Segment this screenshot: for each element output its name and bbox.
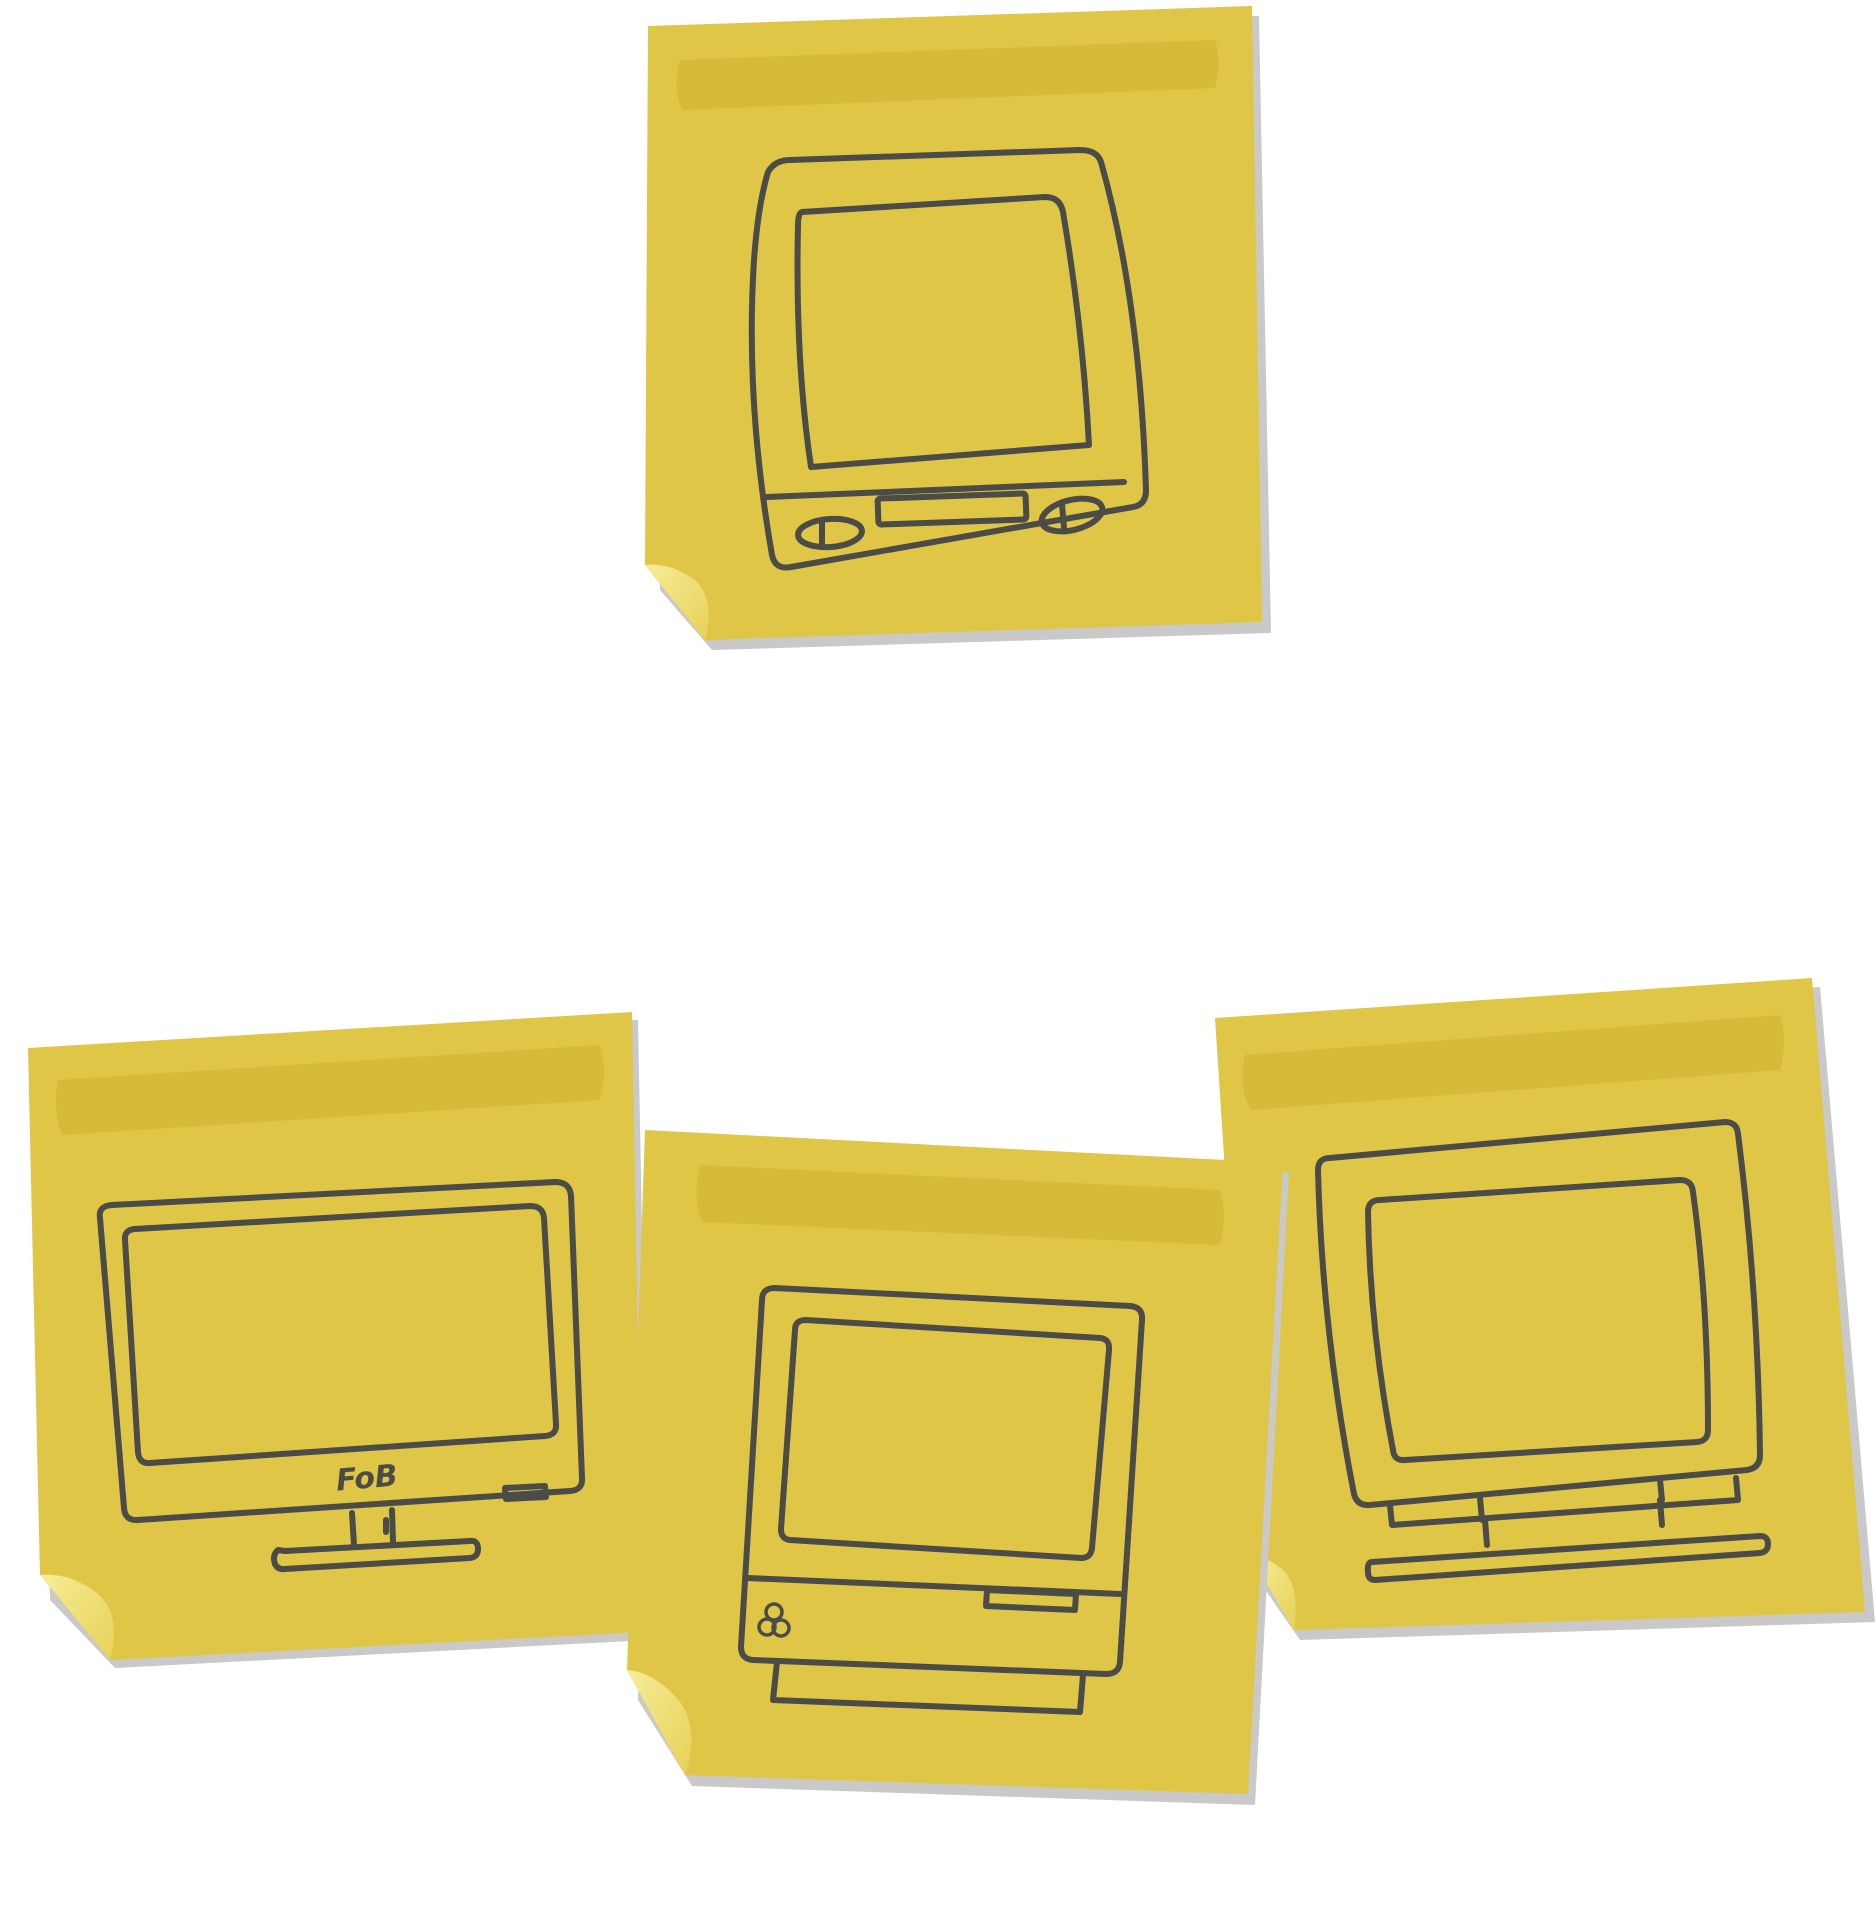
sticky-note-flat-monitor: FoB [28, 1012, 650, 1668]
crt-tv-icon [748, 147, 1149, 571]
sticky-note-crt-monitor [1215, 978, 1875, 1640]
adhesive-strip [676, 40, 1219, 110]
happy-mac-logo-icon [757, 1602, 791, 1638]
compact-mac-icon [738, 1285, 1146, 1715]
adhesive-strip [1242, 1015, 1784, 1110]
note-paper [627, 1130, 1283, 1794]
sticky-note-crt-tv [645, 6, 1271, 650]
crt-monitor-on-stand-icon [1315, 1119, 1771, 1583]
adhesive-strip [696, 1165, 1224, 1245]
sticky-note-compact-mac [627, 1130, 1289, 1805]
adhesive-strip [55, 1045, 604, 1135]
flat-monitor-icon [96, 1179, 586, 1573]
curled-corner [40, 1574, 114, 1660]
note-paper [1215, 978, 1865, 1630]
curled-corner [627, 1670, 692, 1775]
curled-corner [645, 564, 709, 640]
brand-logo-text: FoB [335, 1458, 399, 1498]
